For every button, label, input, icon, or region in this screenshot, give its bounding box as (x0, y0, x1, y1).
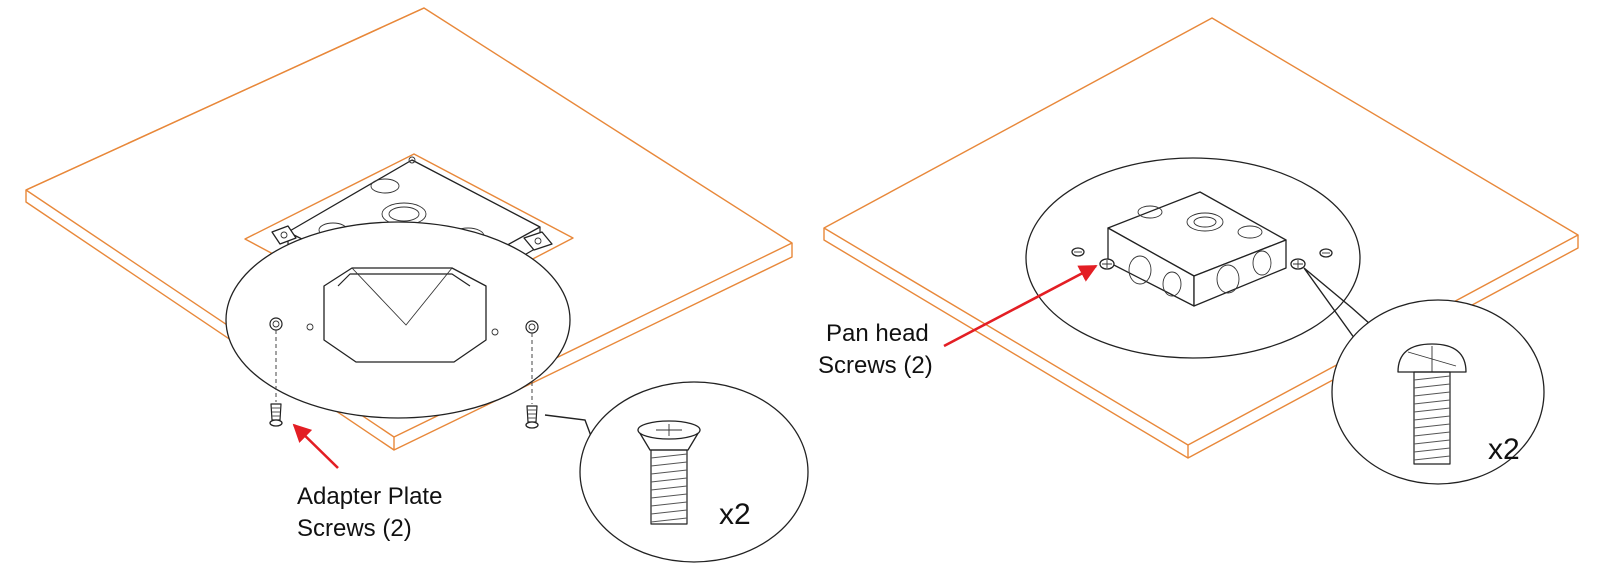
left-callout-label-line1: Adapter Plate (297, 483, 442, 510)
left-panel: Adapter Plate Screws (2) x2 (25, 7, 809, 563)
right-callout-label: Pan head Screws (2) (818, 320, 935, 379)
plate-screw-far-right (1319, 248, 1333, 258)
right-callout-label-line1: Pan head (826, 320, 929, 347)
right-pan-head-screws (1071, 247, 1333, 270)
left-callout-label-line2: Screws (2) (297, 515, 412, 542)
left-callout-label: Adapter Plate Screws (2) (297, 483, 449, 542)
left-zoom-quantity: x2 (719, 498, 751, 531)
right-ceiling-panel (823, 17, 1579, 459)
right-callout-label-line2: Screws (2) (818, 352, 933, 379)
right-zoom-bubble (1331, 299, 1545, 485)
left-adapter-screws (269, 330, 539, 429)
right-junction-box (1107, 191, 1287, 307)
flat-head-phillips-screw-icon (637, 420, 701, 525)
plate-screw-far-left (1071, 247, 1085, 257)
pan-screw-left (1099, 258, 1115, 270)
left-adapter-plate (225, 221, 571, 419)
adapter-screw-right (525, 405, 539, 429)
adapter-screw-left (269, 403, 283, 427)
pan-head-combo-screw-icon (1397, 343, 1467, 465)
pan-screw-right (1290, 258, 1306, 270)
right-panel: Pan head Screws (2) x2 (818, 17, 1579, 485)
left-callout-arrow (292, 423, 339, 469)
right-zoom-quantity: x2 (1488, 433, 1520, 466)
right-callout-arrow (943, 264, 1098, 348)
left-zoom-bubble (579, 381, 809, 563)
